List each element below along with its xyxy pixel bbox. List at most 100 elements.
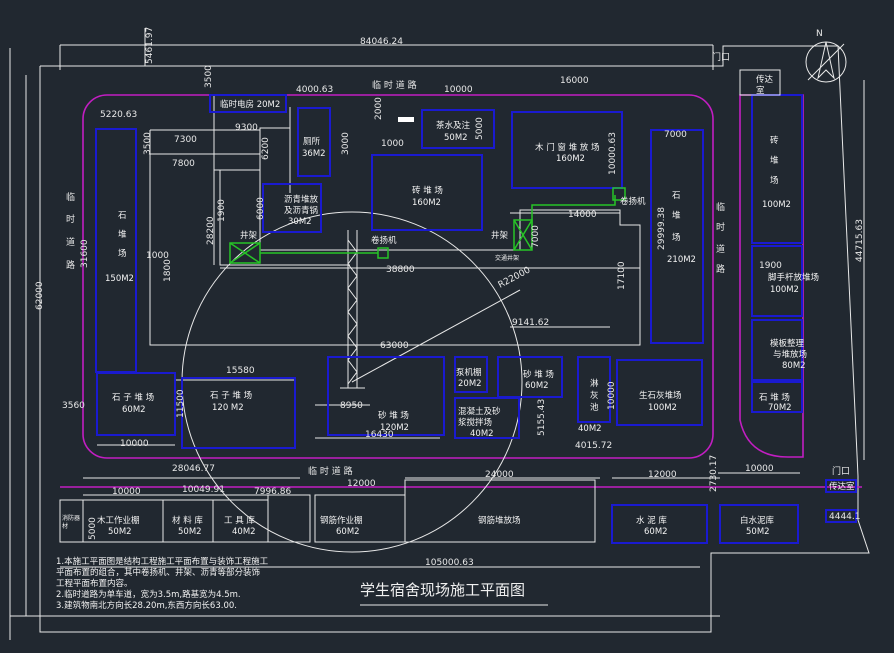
stone-right-3: 场 <box>672 233 681 243</box>
bottom-buildings <box>59 69 781 543</box>
dim-7996: 7996.86 <box>254 487 291 497</box>
fire-equipment-1: 消防器 <box>62 514 80 522</box>
note-3: 工程平面布置内容。 <box>56 578 133 589</box>
sand120-name: 砂 堆 场 <box>378 410 409 421</box>
tool-area: 40M2 <box>232 527 256 537</box>
temporary-road-loop <box>82 94 714 459</box>
cement-area: 60M2 <box>644 527 668 537</box>
building-outline <box>149 105 641 346</box>
rebar-shed-name: 钢筋作业棚 <box>320 515 363 526</box>
wood-area: 160M2 <box>556 154 585 164</box>
concrete-area: 40M2 <box>470 429 494 439</box>
scaffold-name: 脚手杆放堆场 <box>768 272 819 283</box>
stone-left-area: 150M2 <box>105 274 134 284</box>
dim-1800: 1800 <box>163 259 173 282</box>
asphalt-2: 及沥青锅 <box>284 205 318 216</box>
stone-right-1: 石 <box>672 191 681 201</box>
brick-right-2: 堆 <box>770 155 779 166</box>
dim-14000: 14000 <box>568 210 597 220</box>
white-cement-area: 50M2 <box>746 527 770 537</box>
brick-right-3: 场 <box>770 176 779 186</box>
toilet-area: 36M2 <box>302 149 326 159</box>
lime-1: 淋 <box>590 378 599 389</box>
sand120-area: 120M2 <box>380 423 409 433</box>
road-right-4: 路 <box>716 263 725 275</box>
dim-38800: 38800 <box>386 265 415 275</box>
dim-11500: 11500 <box>176 389 186 418</box>
carpentry-name: 木工作业棚 <box>97 515 140 526</box>
dim-10000-top: 10000 <box>444 85 473 95</box>
material-name: 材 料 库 <box>172 515 203 526</box>
dim-4015: 4015.72 <box>575 441 612 451</box>
toilet-name: 厕所 <box>303 136 321 147</box>
quicklime-name: 生石灰堆场 <box>639 390 682 401</box>
gravel120-name: 石 子 堆 场 <box>210 390 252 401</box>
shaft-1: 井架 <box>240 230 258 241</box>
stone-right-area: 210M2 <box>667 255 696 265</box>
formwork-area: 80M2 <box>782 361 806 371</box>
hoist-2: 卷扬机 <box>620 196 646 207</box>
dim-16430: 16430 <box>365 430 394 440</box>
dim-3500-b: 3500 <box>143 132 153 155</box>
dim-r22000: R22000 <box>497 265 533 290</box>
stone-left-1: 石 <box>118 211 127 221</box>
asphalt-3: 30M2 <box>288 217 312 227</box>
tea-name: 茶水及注 <box>436 120 471 131</box>
stone-right-2: 堆 <box>672 210 681 221</box>
concrete-1: 混凝土及砂 <box>458 406 501 417</box>
note-1: 1.本施工平面图是结构工程施工平面布置与装饰工程施工 <box>56 556 269 567</box>
brick1-area: 160M2 <box>412 198 441 208</box>
scaffold-area: 100M2 <box>770 285 799 295</box>
brick-right-1: 砖 <box>770 135 779 146</box>
temporary-road-right <box>739 94 804 458</box>
rebar-shed-area: 60M2 <box>336 527 360 537</box>
road-right-3: 道 <box>716 243 725 255</box>
dim-overall-width: 84046.24 <box>360 37 403 47</box>
dim-9300: 9300 <box>235 123 258 133</box>
shaft-2: 井架 <box>491 230 509 241</box>
cement-name: 水 泥 库 <box>636 515 667 526</box>
dim-29999: 29999.38 <box>657 207 667 250</box>
note-5: 3.建筑物南北方向长28.20m,东西方向长63.00. <box>56 600 237 611</box>
asphalt-1: 沥青堆放 <box>284 194 319 205</box>
pump-name: 泵机棚 <box>456 367 482 378</box>
dim-10000-e: 10000 <box>112 487 141 497</box>
pump-area: 20M2 <box>458 379 482 389</box>
gate-top: 门口 <box>712 51 730 63</box>
guard-house-1b: 室 <box>756 85 765 96</box>
dim-10000-b: 10000 <box>607 381 617 410</box>
gravel60-name: 石 子 堆 场 <box>112 392 154 403</box>
dim-3500-top: 3500 <box>204 65 214 88</box>
dim-3560: 3560 <box>62 401 85 411</box>
tool-name: 工 具 库 <box>224 515 255 526</box>
dim-62000: 62000 <box>35 281 45 310</box>
north-arrow-icon <box>805 41 847 83</box>
dim-5461: 5461.97 <box>145 27 155 64</box>
white-cement-name: 白水泥库 <box>740 515 775 526</box>
gravel120-area: 120 M2 <box>212 403 244 413</box>
tower-crane-mast <box>340 230 521 389</box>
dim-5000: 5000 <box>475 117 485 140</box>
lime-area: 40M2 <box>578 424 602 434</box>
material-area: 50M2 <box>178 527 202 537</box>
sand60-name: 砂 堆 场 <box>523 369 554 380</box>
fire-equipment-2: 材 <box>62 522 68 530</box>
lime-2: 灰 <box>590 390 599 401</box>
note-4: 2.临时道路为单车道，宽为3.5m,路基宽为4.5m. <box>56 589 241 600</box>
concrete-2: 浆搅拌场 <box>458 417 492 428</box>
dim-10049: 10049.91 <box>182 485 225 495</box>
dim-5155: 5155.43 <box>537 399 547 436</box>
gate-bottom: 门口 <box>832 465 850 477</box>
dim-7300: 7300 <box>174 135 197 145</box>
road-label-top: 临 时 道 路 <box>372 79 417 91</box>
traffic-shaft: 交通井架 <box>495 254 519 262</box>
dim-7000-b: 7000 <box>531 225 541 248</box>
dim-4000: 4000.63 <box>296 85 333 95</box>
stone-left-3: 场 <box>118 249 127 259</box>
stone-left-2: 堆 <box>118 229 127 240</box>
dim-105000: 105000.63 <box>425 558 474 568</box>
dim-12000-b: 12000 <box>648 470 677 480</box>
dim-1900-a: 1900 <box>217 199 227 222</box>
